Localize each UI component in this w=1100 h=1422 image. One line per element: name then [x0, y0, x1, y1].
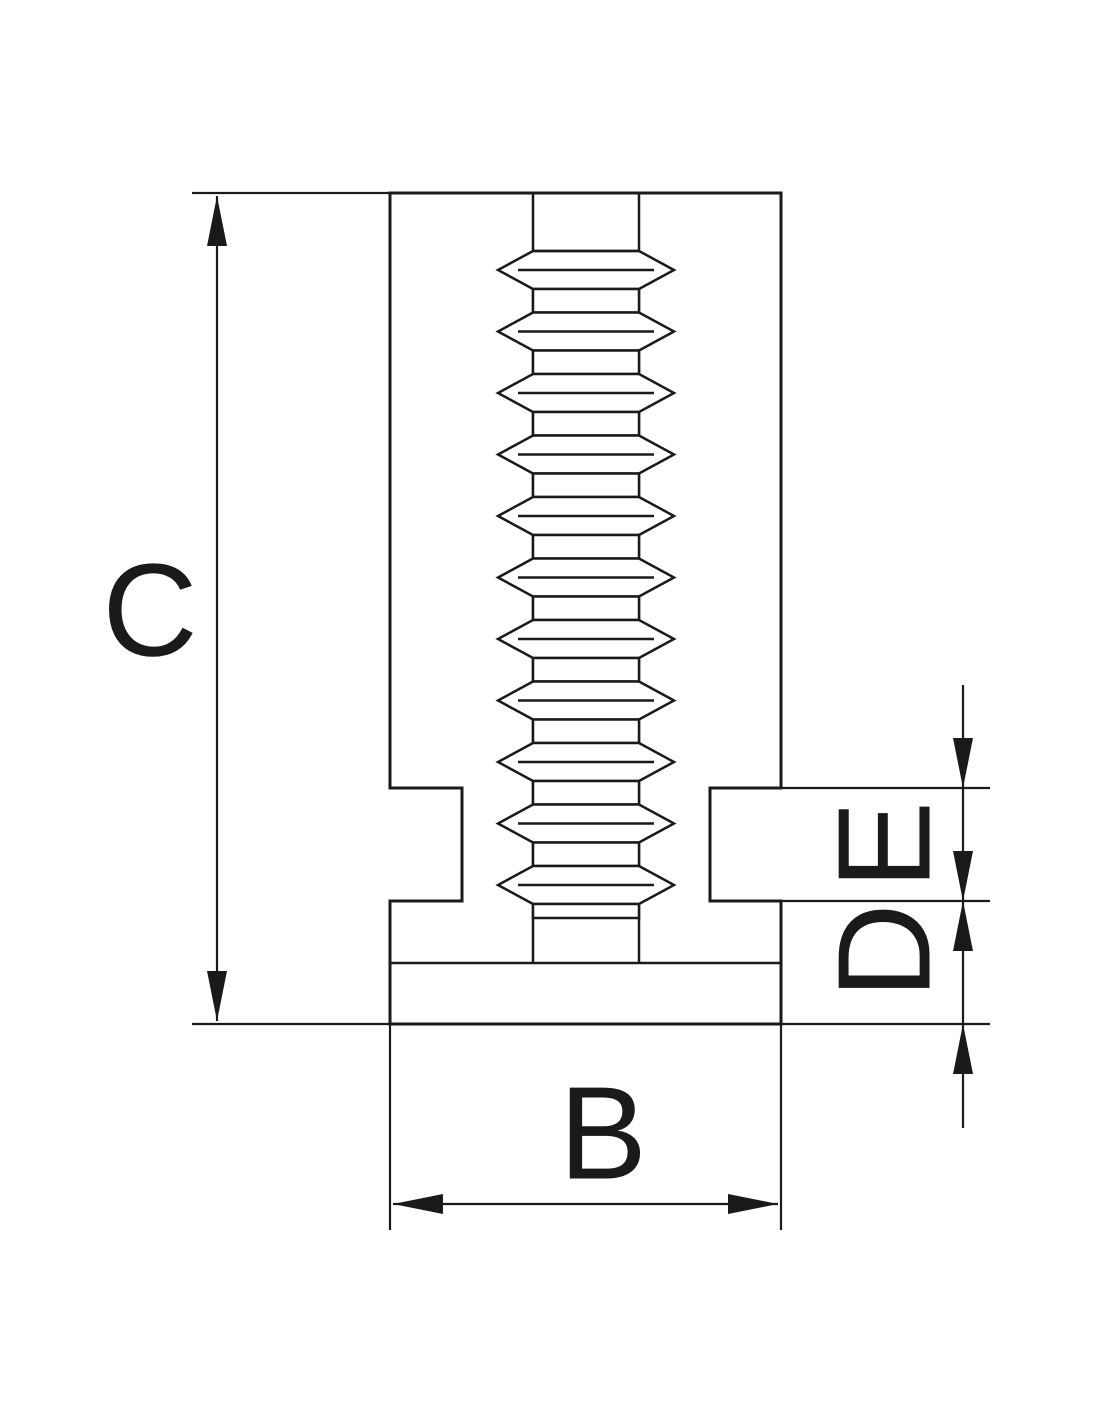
arrow-b-left: [393, 1194, 443, 1214]
arrow-c-bottom: [207, 971, 227, 1021]
thread-root-segment: [531, 841, 641, 868]
thread-root-segment: [531, 718, 641, 745]
thread-root-segment: [531, 349, 641, 376]
screw-thread: [495, 249, 677, 920]
thread-root-segment: [531, 472, 641, 499]
arrow-c-top: [207, 196, 227, 246]
arrow-e-top: [953, 738, 973, 788]
thread-root-segment: [531, 656, 641, 683]
dimension-b: B: [388, 1024, 783, 1230]
arrow-b-right: [728, 1194, 778, 1214]
dimension-d-e: E D: [781, 685, 990, 1128]
thread-root-segment: [531, 410, 641, 437]
arrow-d-top: [953, 901, 973, 951]
thread-root-segment: [531, 287, 641, 314]
label-c: C: [102, 537, 197, 684]
thread-root-segment: [531, 779, 641, 806]
arrow-e-bottom: [953, 851, 973, 901]
thread-root-segment: [531, 533, 641, 560]
arrow-d-bottom: [953, 1024, 973, 1074]
thread-root-segment: [531, 902, 641, 920]
dimension-c: C: [102, 191, 990, 1026]
label-b: B: [559, 1060, 647, 1207]
label-e: E: [811, 801, 958, 889]
label-d: D: [811, 903, 958, 998]
thread-root-segment: [531, 595, 641, 622]
